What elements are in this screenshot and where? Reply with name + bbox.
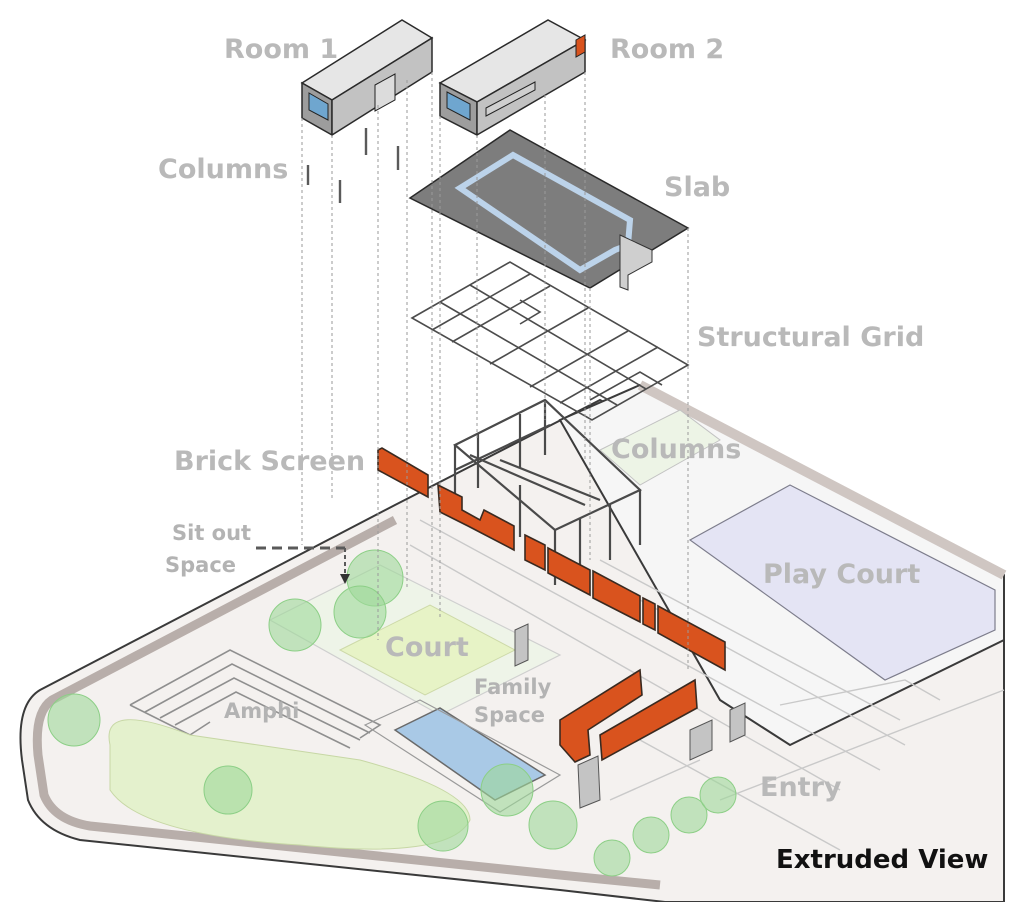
brick-piece-6: [642, 596, 656, 632]
brick-piece-1: [377, 447, 429, 499]
room-1-block: [300, 19, 434, 137]
label-room-1: Room 1: [224, 34, 338, 65]
slab: [408, 129, 690, 291]
label-sit-out-line1: Sit out: [172, 521, 251, 545]
label-family-line1: Family: [474, 675, 552, 699]
brick-piece-8: [559, 668, 643, 763]
label-court: Court: [385, 632, 469, 663]
brick-piece-2: [437, 483, 515, 552]
label-columns-upper: Columns: [158, 154, 288, 185]
slab-stair: [619, 234, 653, 291]
pool-deck: [363, 699, 562, 813]
ground-fins: [514, 623, 746, 809]
label-room-2: Room 2: [610, 34, 724, 65]
caption-extruded-view: Extruded View: [776, 845, 988, 875]
brick-piece-9: [599, 678, 698, 762]
label-sit-out-line2: Space: [165, 553, 236, 577]
amphi-steps: [129, 649, 382, 749]
label-brick-screen: Brick Screen: [174, 446, 365, 477]
trees: [47, 549, 737, 877]
site-boundary-inner: [32, 516, 661, 890]
brick-piece-7: [657, 604, 726, 672]
label-columns-lower: Columns: [611, 434, 741, 465]
label-structural-grid: Structural Grid: [697, 322, 924, 353]
label-slab: Slab: [664, 172, 730, 203]
play-court-surface: [688, 484, 996, 681]
projection-lines: [301, 72, 689, 670]
label-entry: Entry: [760, 772, 842, 803]
sit-out-arrow: [256, 546, 350, 584]
brick-piece-3: [524, 533, 546, 572]
structural-grid: [410, 261, 690, 421]
play-court-ground: [599, 409, 721, 486]
site-plan: [19, 380, 1007, 902]
label-amphi: Amphi: [224, 699, 299, 723]
brick-piece-5: [592, 569, 641, 624]
brick-screen: [377, 447, 726, 763]
label-play-court: Play Court: [763, 559, 920, 590]
play-court-wall: [637, 380, 1007, 580]
label-family-line2: Space: [474, 703, 545, 727]
brick-piece-4: [547, 546, 591, 597]
upper-columns: [306, 128, 400, 203]
room-2-block: [438, 19, 587, 137]
